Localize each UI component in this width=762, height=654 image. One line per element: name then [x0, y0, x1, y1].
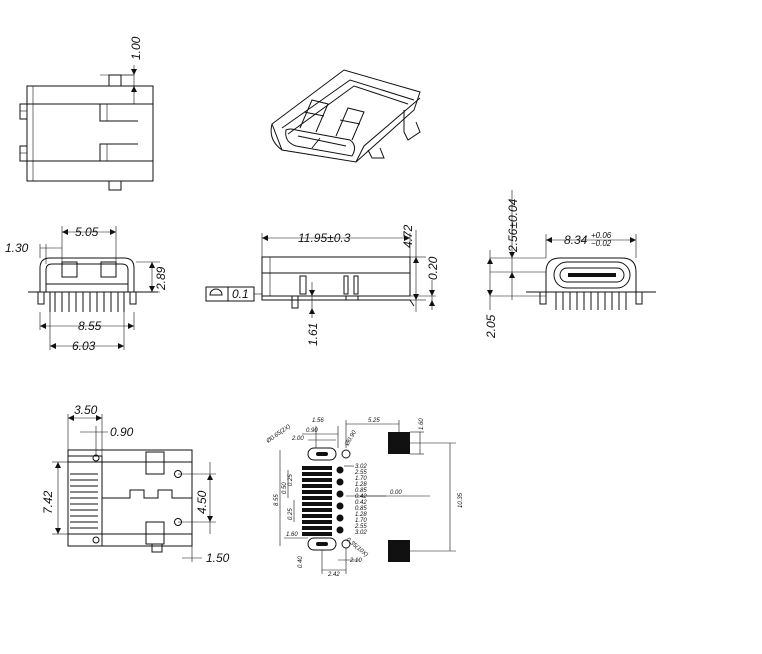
- pcb-left-label-3: 0.25: [288, 474, 294, 486]
- front-pins: [49, 292, 125, 312]
- bottom-dim-a: 3.50: [74, 403, 98, 417]
- top-view: 1.00: [19, 36, 154, 191]
- bottom-pins: [70, 473, 98, 529]
- isometric-view: [270, 69, 421, 163]
- side-dim-gap: 0.20: [426, 256, 440, 280]
- bottom-dim-e: 1.50: [206, 551, 230, 565]
- pcb-left-label-6: 0.40: [298, 556, 304, 568]
- bottom-dim-b: 0.90: [110, 425, 134, 439]
- pcb-col-label-11: 2.55: [354, 524, 367, 530]
- pcb-col-label-3: 1.70: [355, 476, 367, 482]
- pcb-col-label-4: 1.28: [355, 482, 367, 488]
- end-dim-offset: 2.56±0.04: [506, 198, 520, 253]
- bottom-dim-d: 4.50: [195, 490, 209, 514]
- pcb-col-label-9: 1.28: [355, 512, 367, 518]
- pcb-top-label-1: 1.56: [312, 418, 324, 424]
- front-dim-body: 6.03: [72, 339, 96, 353]
- pcb-left-label-2: 0.50: [282, 482, 288, 494]
- pcb-col-label-10: 1.70: [355, 518, 367, 524]
- pcb-col-label-12: 3.02: [355, 530, 367, 536]
- pcb-pads: [302, 466, 332, 536]
- front-dim-width: 5.05: [75, 225, 99, 239]
- pcb-holes: [336, 466, 344, 534]
- front-dim-pin-span: 8.55: [78, 319, 102, 333]
- end-dim-width: 8.34: [564, 233, 588, 247]
- pcb-top-label-2: 0.90: [306, 428, 318, 434]
- bottom-view: 3.50 0.90 7.42 4.50 1.50: [41, 403, 230, 565]
- pcb-col-label-6: 0.42: [355, 494, 367, 500]
- top-dim-label: 1.00: [129, 36, 143, 60]
- end-dim-tol-minus: −0.02: [591, 239, 612, 248]
- front-dim-offset: 1.30: [5, 241, 29, 255]
- pcb-layout: 1.56 0.90 5.25 1.60 2.00 Ø0.65(2X) Ø0.90…: [265, 418, 464, 578]
- pcb-left-label-1: 8.55: [274, 494, 280, 506]
- pcb-col-label-7: 0.42: [355, 500, 367, 506]
- pcb-center-label: 0.00: [390, 490, 402, 496]
- side-dim-height: 4.72: [401, 224, 415, 248]
- pcb-col-label-1: 3.02: [355, 464, 367, 470]
- pcb-top-label-5: 2.00: [291, 436, 304, 442]
- side-view: 0.1 11.95±0.3 4.72 0.20 1.61: [205, 224, 440, 346]
- side-dim-length: 11.95±0.3: [298, 231, 351, 245]
- pcb-bottom-label-2: 2.42: [327, 572, 340, 578]
- end-pins: [555, 292, 627, 310]
- end-view: 8.34 +0.06 −0.02 2.56±0.04 2.05: [484, 190, 656, 339]
- pcb-col-label-5: 0.85: [355, 488, 367, 494]
- pcb-col-label-8: 0.85: [355, 506, 367, 512]
- pcb-top-label-4: 1.60: [419, 418, 425, 430]
- pcb-right-label: 10.35: [458, 492, 464, 508]
- pcb-left-label-4: 0.25: [288, 508, 294, 520]
- pcb-column-labels: 3.02 2.55 1.70 1.28 0.85 0.42 0.42 0.85 …: [344, 464, 367, 536]
- end-dim-tol-plus: +0.06: [591, 231, 612, 240]
- pcb-bottom-label-1: 2.10: [349, 558, 362, 564]
- pcb-slot-label: Ø0.65(2X): [265, 424, 292, 445]
- pcb-top-label-3: 5.25: [368, 418, 380, 424]
- front-dim-height: 2.89: [154, 266, 168, 291]
- bottom-dim-c: 7.42: [41, 490, 55, 514]
- pcb-left-label-5: 1.60: [286, 532, 298, 538]
- side-flatness: 0.1: [232, 287, 249, 301]
- side-dim-leg: 1.61: [306, 323, 320, 346]
- front-view: 5.05 1.30 2.89 8.55 6.03: [5, 225, 168, 353]
- pcb-col-label-2: 2.55: [354, 470, 367, 476]
- end-dim-pitch: 2.05: [484, 314, 498, 339]
